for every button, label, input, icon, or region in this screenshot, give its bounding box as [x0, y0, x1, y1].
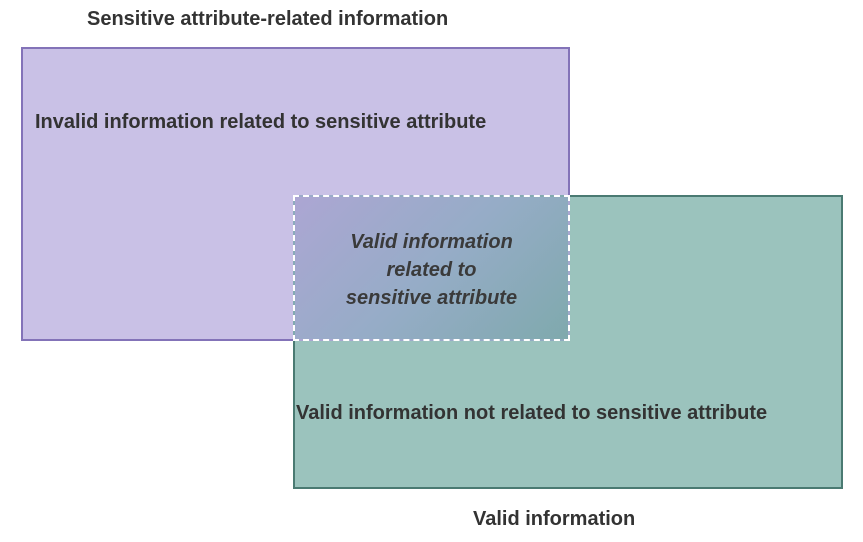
- sensitive-only-label: Invalid information related to sensitive…: [35, 111, 487, 133]
- valid-only-label: Valid information not related to sensiti…: [296, 402, 768, 424]
- sensitive-set-title: Sensitive attribute-related information: [87, 8, 449, 30]
- overlap-label: Valid information related to sensitive a…: [345, 231, 518, 309]
- overlap-region: Valid information related to sensitive a…: [293, 195, 570, 341]
- valid-set-title: Valid information: [473, 508, 636, 530]
